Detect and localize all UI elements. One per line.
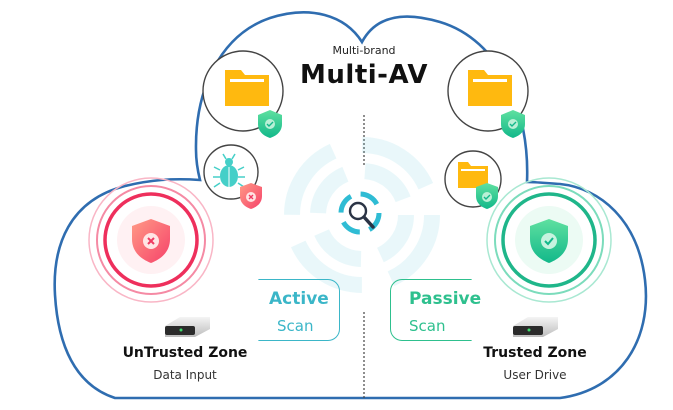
trusted-zone-subtitle: User Drive [503, 368, 567, 382]
passive-scan-sublabel: Scan [409, 317, 446, 335]
active-scan-sublabel: Scan [277, 317, 314, 335]
x-shield-icon-large [132, 219, 170, 263]
background-cycle-arrows [284, 137, 440, 293]
folder-icon-right [468, 70, 512, 106]
untrusted-zone-title: UnTrusted Zone [122, 345, 248, 361]
scan-cycle-icon [338, 191, 382, 235]
drive-icon-trusted [513, 317, 558, 337]
passive-scan-label: Passive [409, 289, 482, 309]
x-shield-icon-small [240, 183, 262, 209]
header-title: Multi-AV [300, 60, 428, 90]
check-shield-icon-large [530, 219, 568, 263]
active-scan-label: Active [269, 289, 329, 309]
folder-icon-left [225, 70, 269, 106]
untrusted-zone-subtitle: Data Input [153, 368, 217, 382]
header-subtitle: Multi-brand [332, 44, 396, 57]
folder-icon-small [458, 162, 488, 188]
drive-icon-untrusted [165, 317, 210, 337]
check-shield-icon-left [258, 110, 282, 138]
active-scan-box [258, 279, 340, 341]
trusted-zone-title: Trusted Zone [483, 345, 587, 361]
cloud-outline [53, 11, 648, 400]
check-shield-icon-small [476, 183, 498, 209]
check-shield-icon-right [501, 110, 525, 138]
passive-scan-box [390, 279, 472, 341]
